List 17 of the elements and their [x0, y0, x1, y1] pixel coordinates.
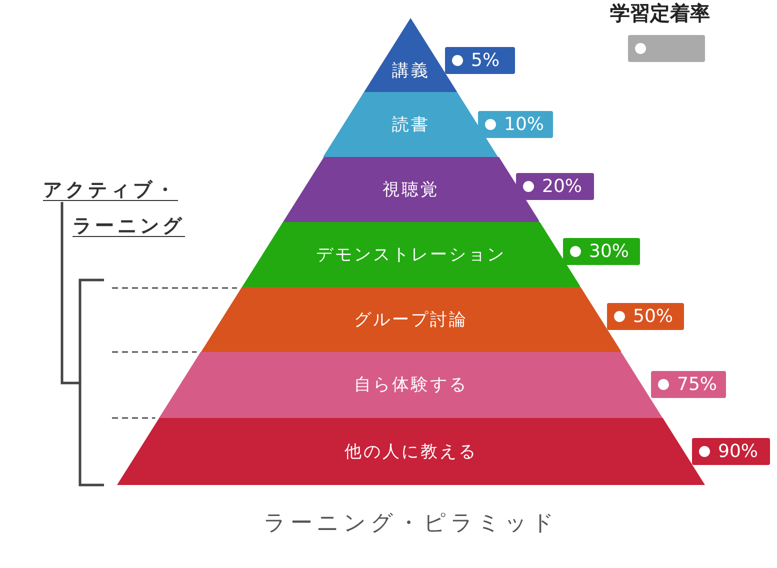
percentage-tag: 50%: [607, 303, 684, 330]
band-label: グループ討論: [352, 308, 469, 330]
percentage-tag: 20%: [516, 173, 594, 200]
band-label: 視聴覚: [381, 178, 440, 200]
band-label: 自ら体験する: [352, 374, 469, 396]
percentage-tag: 75%: [651, 371, 726, 398]
caption: ラーニング・ピラミッド: [262, 510, 560, 538]
percentage-tag: 10%: [478, 111, 553, 138]
band-label: 他の人に教える: [344, 440, 478, 462]
percentage-tag: 90%: [692, 438, 770, 465]
band-label: 講義: [390, 60, 431, 82]
percentage-tag: 30%: [563, 238, 640, 265]
band-label: 読書: [390, 114, 431, 136]
legend-title: 学習定着率: [610, 0, 710, 27]
bracket-label: アクティブ・ラーニング: [43, 178, 185, 239]
percentage-tag: 5%: [445, 47, 515, 74]
band-label: デモンストレーション: [314, 244, 507, 266]
